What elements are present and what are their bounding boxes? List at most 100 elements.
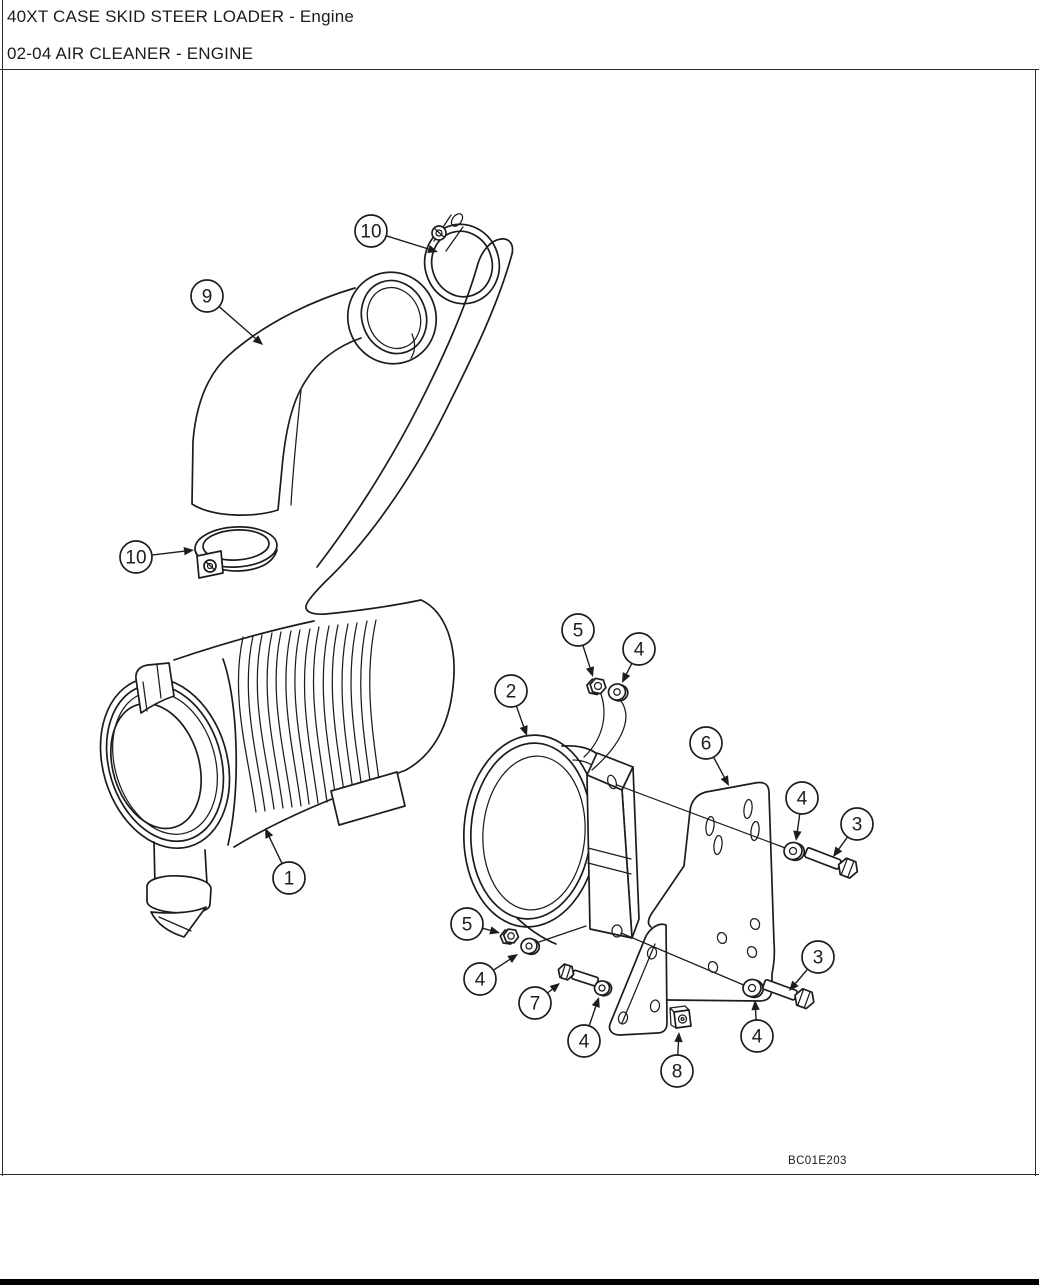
callout-number: 4 bbox=[797, 789, 808, 810]
mounting-band bbox=[457, 731, 639, 944]
callout-4: 4 bbox=[741, 1000, 773, 1052]
cover-latch bbox=[136, 663, 174, 713]
callout-number: 10 bbox=[125, 548, 146, 569]
callout-leader bbox=[797, 814, 799, 831]
callout-number: 10 bbox=[360, 222, 381, 243]
page-left-border bbox=[2, 0, 3, 1176]
washer-near-7 bbox=[593, 979, 613, 998]
mounting-bracket-plate bbox=[609, 782, 774, 1035]
dust-ejector-valve bbox=[147, 842, 211, 937]
callout-number: 4 bbox=[634, 640, 645, 661]
callout-balloon bbox=[464, 963, 496, 995]
callout-arrowhead bbox=[252, 335, 263, 345]
callout-balloon bbox=[802, 941, 834, 973]
callout-balloon bbox=[786, 782, 818, 814]
callout-10: 10 bbox=[120, 541, 194, 573]
callout-leader bbox=[547, 989, 552, 993]
washer-top bbox=[607, 682, 630, 704]
callout-leader bbox=[482, 928, 490, 930]
drawing-bottom-border bbox=[0, 1174, 1039, 1175]
bolt-7 bbox=[556, 963, 599, 989]
bolt-top-right bbox=[803, 844, 861, 880]
callout-balloon bbox=[661, 1055, 693, 1087]
callout-balloon bbox=[519, 987, 551, 1019]
page-title: 40XT CASE SKID STEER LOADER - Engine bbox=[7, 7, 355, 26]
callout-balloon bbox=[690, 727, 722, 759]
bracket-gusset bbox=[609, 924, 667, 1035]
callout-arrowhead bbox=[549, 983, 560, 993]
callout-number: 3 bbox=[852, 815, 863, 836]
callout-3: 3 bbox=[833, 808, 873, 857]
band-channel bbox=[587, 753, 639, 938]
callout-5: 5 bbox=[451, 908, 500, 940]
callout-number: 4 bbox=[752, 1027, 763, 1048]
callout-balloon bbox=[495, 675, 527, 707]
nut-lower-left bbox=[499, 928, 519, 945]
callout-arrowhead bbox=[720, 775, 729, 786]
callout-4: 4 bbox=[622, 633, 655, 683]
decal-tag bbox=[331, 772, 405, 825]
section-title: 02-04 AIR CLEANER - ENGINE bbox=[7, 44, 254, 63]
callout-arrowhead bbox=[183, 547, 194, 556]
leader-lines bbox=[536, 694, 788, 986]
clip-nut-8 bbox=[670, 1006, 691, 1028]
callout-leader bbox=[714, 757, 725, 777]
callout-3: 3 bbox=[789, 941, 834, 991]
callout-arrowhead bbox=[591, 997, 600, 1008]
callout-9: 9 bbox=[191, 280, 263, 345]
callout-arrowhead bbox=[833, 846, 843, 857]
callout-4: 4 bbox=[464, 954, 518, 995]
callout-leader bbox=[219, 307, 255, 339]
page-bottom-bar bbox=[0, 1279, 1039, 1285]
callout-10: 10 bbox=[355, 215, 438, 254]
callout-leader bbox=[269, 837, 282, 864]
callout-1: 1 bbox=[265, 828, 305, 894]
callout-balloon bbox=[355, 215, 387, 247]
callout-leader bbox=[152, 551, 184, 555]
callout-arrowhead bbox=[793, 830, 802, 841]
callout-balloon bbox=[273, 862, 305, 894]
drawing-right-border bbox=[1035, 69, 1036, 1176]
callout-number: 2 bbox=[506, 682, 517, 703]
callout-leader bbox=[386, 236, 428, 249]
callout-arrowhead bbox=[585, 666, 594, 677]
callout-balloon bbox=[191, 280, 223, 312]
intake-elbow-tube bbox=[192, 260, 449, 515]
callout-arrowhead bbox=[622, 672, 631, 683]
header-divider bbox=[0, 69, 1039, 70]
intake-hose-outline bbox=[306, 239, 513, 614]
callout-number: 4 bbox=[579, 1032, 590, 1053]
callout-number: 7 bbox=[530, 994, 541, 1015]
callout-6: 6 bbox=[690, 727, 729, 786]
callout-balloon bbox=[451, 908, 483, 940]
callout-arrowhead bbox=[519, 725, 528, 736]
callout-4: 4 bbox=[786, 782, 818, 841]
callout-leader bbox=[678, 1042, 679, 1055]
callout-number: 6 bbox=[701, 734, 712, 755]
callout-number: 5 bbox=[573, 621, 584, 642]
callout-arrowhead bbox=[427, 245, 438, 254]
callout-number: 3 bbox=[813, 948, 824, 969]
nut-top bbox=[585, 677, 607, 696]
callout-balloon bbox=[568, 1025, 600, 1057]
callout-number: 9 bbox=[202, 287, 213, 308]
callout-leader bbox=[583, 645, 590, 667]
washer-bottom-right bbox=[741, 977, 765, 1000]
hose-clamp-lower bbox=[194, 525, 278, 578]
callout-balloon bbox=[562, 614, 594, 646]
figure-code: BC01E203 bbox=[788, 1155, 847, 1167]
callout-leader bbox=[795, 969, 807, 983]
callout-number: 5 bbox=[462, 915, 473, 936]
callout-arrowhead bbox=[789, 980, 799, 991]
washer-lower-left bbox=[519, 936, 541, 956]
callout-2: 2 bbox=[495, 675, 528, 736]
callout-leader bbox=[589, 1006, 596, 1025]
hardware bbox=[499, 677, 860, 1028]
canister-ribs bbox=[238, 620, 381, 812]
callout-4: 4 bbox=[568, 997, 600, 1057]
callout-arrowhead bbox=[489, 926, 500, 935]
callout-arrowhead bbox=[265, 828, 274, 839]
